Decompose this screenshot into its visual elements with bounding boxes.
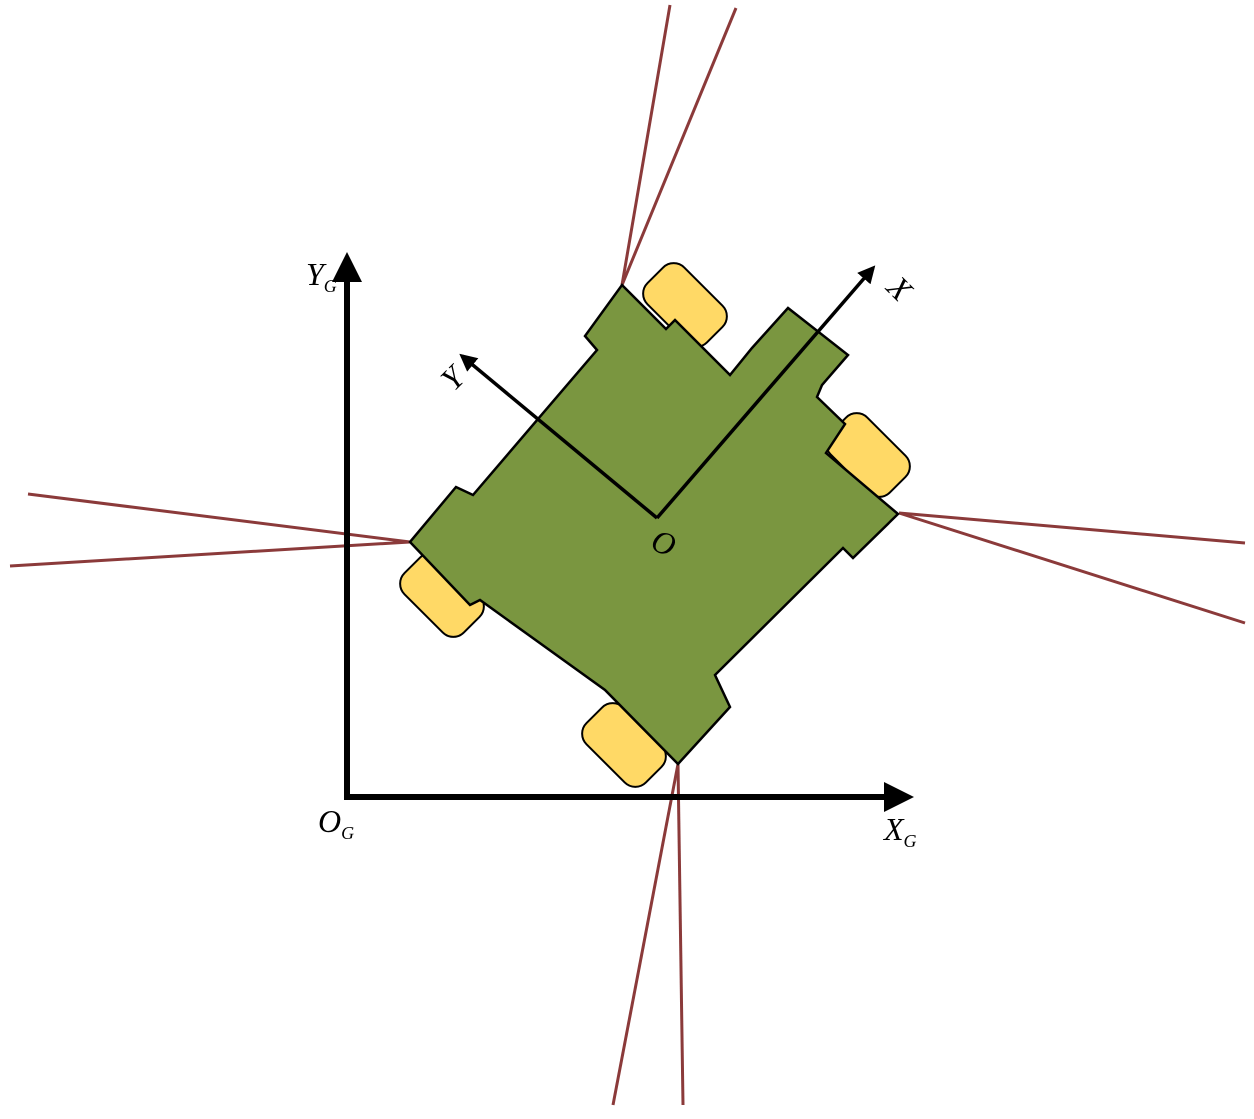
- global-origin-letter: O: [318, 803, 341, 839]
- ray-left-1: [27, 492, 411, 544]
- svg-text:YG: YG: [306, 256, 337, 296]
- global-x-label: XG: [882, 811, 917, 851]
- ray-right-2: [898, 511, 1246, 625]
- wheel-top: [642, 262, 728, 348]
- robot-x-axis: [655, 265, 876, 520]
- global-y-letter: Y: [306, 256, 327, 292]
- global-x-letter: X: [882, 811, 905, 847]
- ray-left-2: [9, 540, 411, 568]
- ray-bottom-2: [676, 763, 685, 1106]
- robot-body: [408, 283, 900, 766]
- ray-right-1: [898, 511, 1246, 545]
- global-origin-label: OG: [318, 803, 354, 843]
- robot-x-label: X: [879, 267, 921, 309]
- ray-bottom-1: [611, 763, 680, 1106]
- global-origin-subscript: G: [341, 823, 354, 843]
- robot-y-label: Y: [433, 357, 473, 397]
- robot-axes: [459, 265, 876, 520]
- global-y-subscript: G: [324, 276, 337, 296]
- global-x-subscript: G: [904, 831, 917, 851]
- global-y-label: YG: [306, 256, 337, 296]
- global-axes: [332, 252, 914, 812]
- ray-top-2: [620, 7, 738, 286]
- svg-text:OG: OG: [318, 803, 354, 843]
- ray-top-1: [620, 4, 672, 286]
- robot-y-axis: [459, 353, 659, 520]
- svg-text:XG: XG: [882, 811, 917, 851]
